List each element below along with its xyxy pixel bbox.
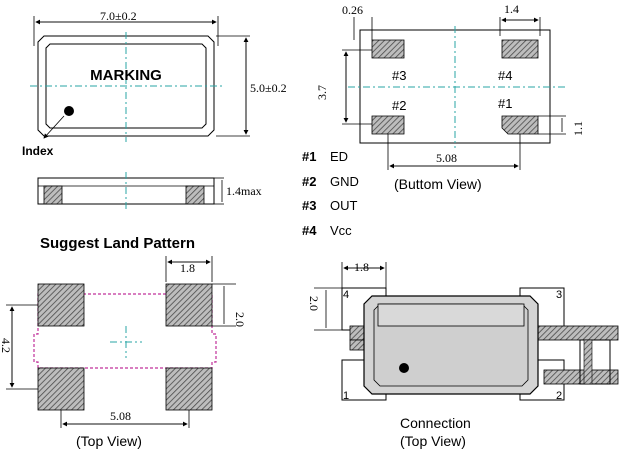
- bottom-pad-2: [371, 115, 405, 135]
- land-pad-bottom-right: [165, 367, 213, 411]
- connection-view: 1.8 2.0 4 3 1 2 Connection (Top View): [307, 260, 619, 449]
- dim-3-7: 3.7: [315, 85, 329, 100]
- conn-dim-1-8: 1.8: [354, 260, 369, 274]
- land-pattern-caption: (Top View): [76, 433, 142, 449]
- bottom-pad-4: [501, 39, 539, 59]
- pin-legend-2-name: GND: [330, 174, 359, 189]
- land-pattern-view: Suggest Land Pattern 1.8 2.0 4.2: [0, 235, 247, 449]
- land-pad-top-left: [37, 283, 85, 327]
- dim-1-1: 1.1: [571, 121, 585, 136]
- pin-legend-3-name: OUT: [330, 198, 358, 213]
- marking-text: MARKING: [90, 67, 162, 84]
- bottom-view: 0.26 1.4 #3 #4 #2 #1 3.7 1.1: [315, 2, 585, 192]
- land-dim-5-08: 5.08: [110, 409, 131, 423]
- connection-index-dot: [399, 363, 409, 373]
- pin-legend-3-id: #3: [302, 198, 316, 213]
- trace-component: [579, 339, 611, 385]
- pin1-index-dot: [64, 106, 74, 116]
- trace-bottom: [543, 369, 619, 385]
- pad-label-4: #4: [498, 68, 512, 83]
- dim-5-08: 5.08: [436, 151, 457, 165]
- bottom-pad-1: [501, 115, 539, 135]
- conn-dim-2-0: 2.0: [307, 296, 321, 311]
- pad-label-2: #2: [392, 98, 406, 113]
- bottom-view-caption: (Buttom View): [394, 176, 482, 192]
- pin-legend: #1 ED #2 GND #3 OUT #4 Vcc: [302, 149, 359, 238]
- pad-label-3: #3: [392, 68, 406, 83]
- index-label: Index: [22, 144, 54, 158]
- package-inner-outline: [45, 43, 207, 129]
- package-outline: [37, 35, 215, 137]
- pin-legend-4-id: #4: [302, 223, 317, 238]
- pin-legend-1-id: #1: [302, 149, 316, 164]
- side-view: 1.4max: [37, 172, 262, 212]
- dim-1-4: 1.4: [504, 2, 519, 16]
- conn-pin-1: 1: [343, 390, 349, 402]
- connection-title: Connection: [400, 415, 471, 431]
- pin-legend-2-id: #2: [302, 174, 316, 189]
- conn-pin-4: 4: [343, 289, 349, 301]
- side-height-dimension: 1.4max: [226, 184, 262, 198]
- conn-pin-3: 3: [556, 289, 562, 301]
- land-pattern-title: Suggest Land Pattern: [40, 235, 195, 252]
- dim-0-26: 0.26: [342, 3, 363, 17]
- height-dimension: 5.0±0.2: [250, 81, 287, 95]
- width-dimension: 7.0±0.2: [100, 9, 137, 23]
- land-pad-top-right: [165, 283, 213, 327]
- pin-legend-1-name: ED: [330, 149, 348, 164]
- pad-label-1: #1: [498, 96, 512, 111]
- connection-caption: (Top View): [400, 433, 466, 449]
- land-pad-bottom-left: [37, 367, 85, 411]
- land-dim-4-2: 4.2: [0, 338, 13, 353]
- conn-pin-2: 2: [556, 390, 562, 402]
- land-dim-2-0: 2.0: [233, 312, 247, 327]
- top-outline-view: 7.0±0.2 MARKING Index 5.0±0.2: [22, 9, 287, 158]
- bottom-pad-3: [371, 39, 405, 59]
- land-dim-1-8: 1.8: [180, 261, 195, 275]
- pin-legend-4-name: Vcc: [330, 223, 352, 238]
